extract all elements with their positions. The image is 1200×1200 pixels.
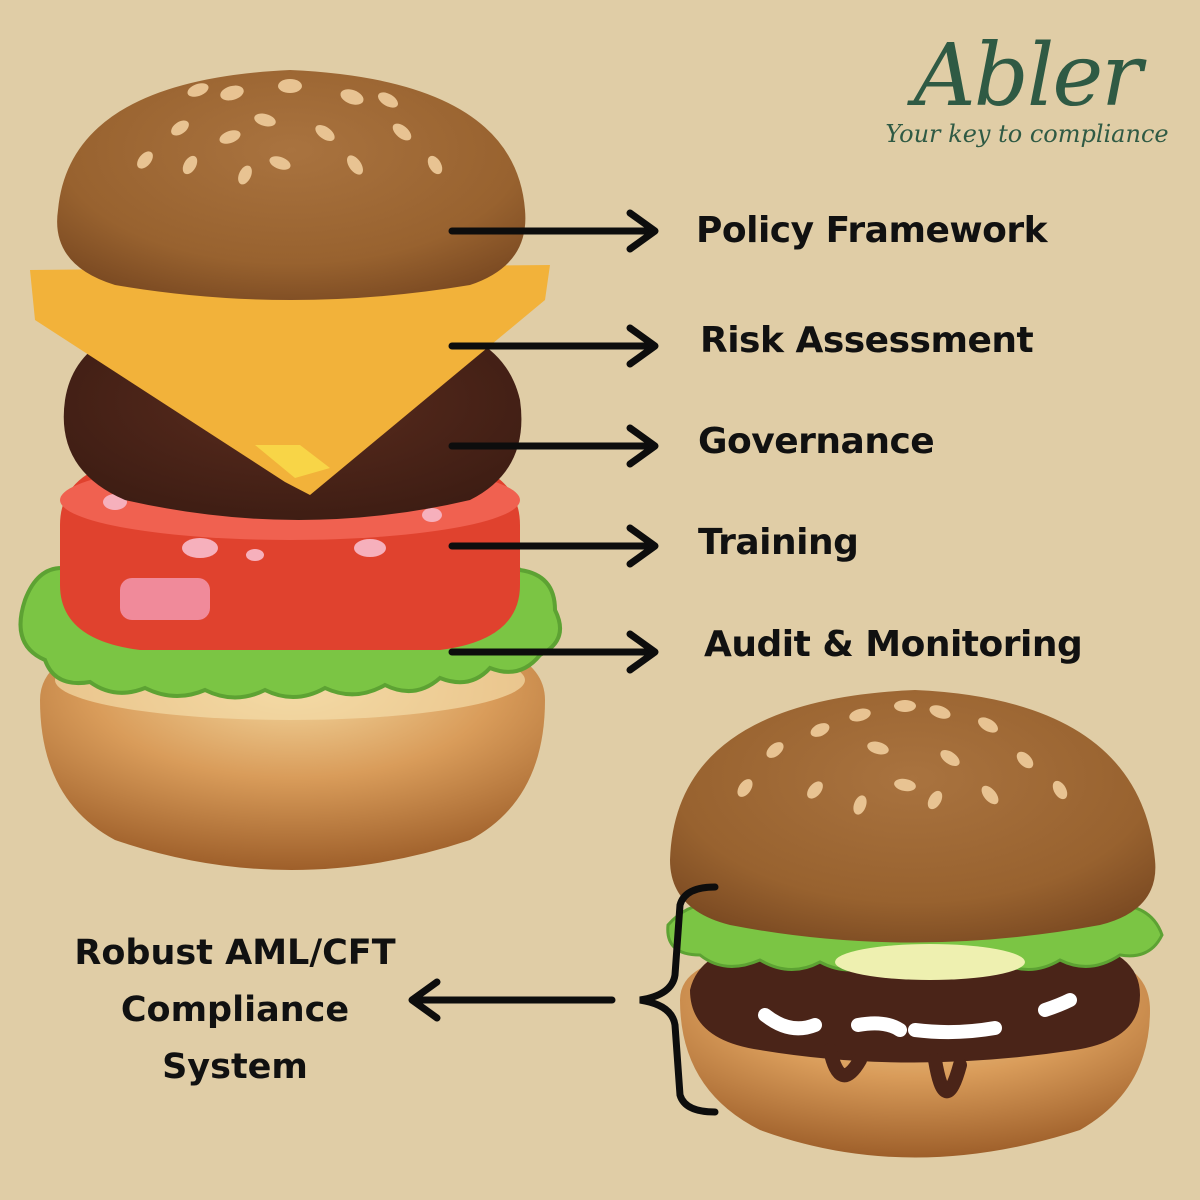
- result-line-2: Compliance: [120, 990, 350, 1030]
- layer-arrows: [448, 209, 659, 674]
- arrow-policy-framework: [448, 209, 659, 253]
- label-audit-monitoring: Audit & Monitoring: [704, 624, 1083, 665]
- top-bun: [57, 70, 526, 300]
- result-label: Robust AML/CFT Compliance System: [60, 925, 410, 1096]
- arrow-result: [408, 978, 616, 1022]
- arrow-governance: [448, 424, 659, 468]
- label-training: Training: [698, 522, 859, 563]
- arrow-risk-assessment: [448, 324, 659, 368]
- thin-burger: [666, 690, 1164, 1158]
- logo-tagline: Your key to compliance: [885, 120, 1169, 148]
- result-line-1: Robust AML/CFT: [74, 933, 396, 973]
- label-governance: Governance: [698, 421, 935, 462]
- arrow-audit-monitoring: [448, 630, 659, 674]
- cheese: [30, 265, 550, 495]
- result-line-3: System: [162, 1047, 308, 1087]
- label-policy-framework: Policy Framework: [696, 210, 1048, 251]
- arrow-training: [448, 524, 659, 568]
- curly-brace: [639, 883, 719, 1116]
- logo-wordmark: Abler: [913, 26, 1143, 126]
- label-risk-assessment: Risk Assessment: [700, 320, 1034, 361]
- abler-logo: Abler Your key to compliance: [882, 30, 1172, 148]
